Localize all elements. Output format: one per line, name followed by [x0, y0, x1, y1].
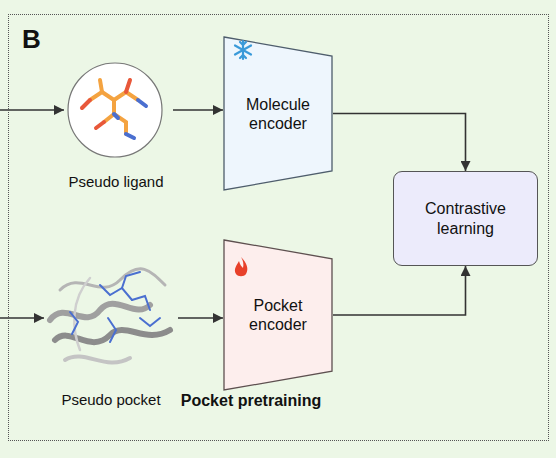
connector-arrow: [178, 317, 223, 319]
node-caption: Pseudo ligand: [61, 173, 171, 191]
encoder-trapezoid: Pocket encoder: [223, 239, 333, 391]
encoder-trapezoid: Molecule encoder: [223, 36, 333, 191]
frame-title: Pocket pretraining: [181, 391, 321, 410]
ligand-illustration: [68, 63, 162, 157]
flame-icon: [235, 257, 247, 276]
group-frame: Pocket pretraining Pseudo ligand Molecule …: [8, 14, 549, 441]
snowflake-icon: [235, 41, 251, 59]
pocket-illustration: [50, 269, 170, 363]
connector-arrow: [333, 114, 466, 172]
node-caption: Pseudo pocket: [46, 391, 176, 409]
encoder-label: Pocket encoder: [233, 296, 323, 334]
encoder-label: Molecule encoder: [233, 94, 323, 132]
panel-letter: B: [22, 24, 41, 55]
connector-arrow: [173, 109, 223, 111]
process-box: Contrastive learning: [393, 171, 538, 266]
connector-arrow: [333, 266, 466, 315]
trapezoid-shape: [223, 239, 333, 391]
box-label: Contrastive learning: [416, 199, 516, 237]
input-arrow: [0, 317, 44, 319]
trapezoid-shape: [223, 36, 333, 191]
illustrated-node: Pseudo pocket: [46, 259, 176, 414]
illustrated-node: Pseudo ligand: [61, 61, 171, 196]
input-arrow: [0, 109, 64, 111]
